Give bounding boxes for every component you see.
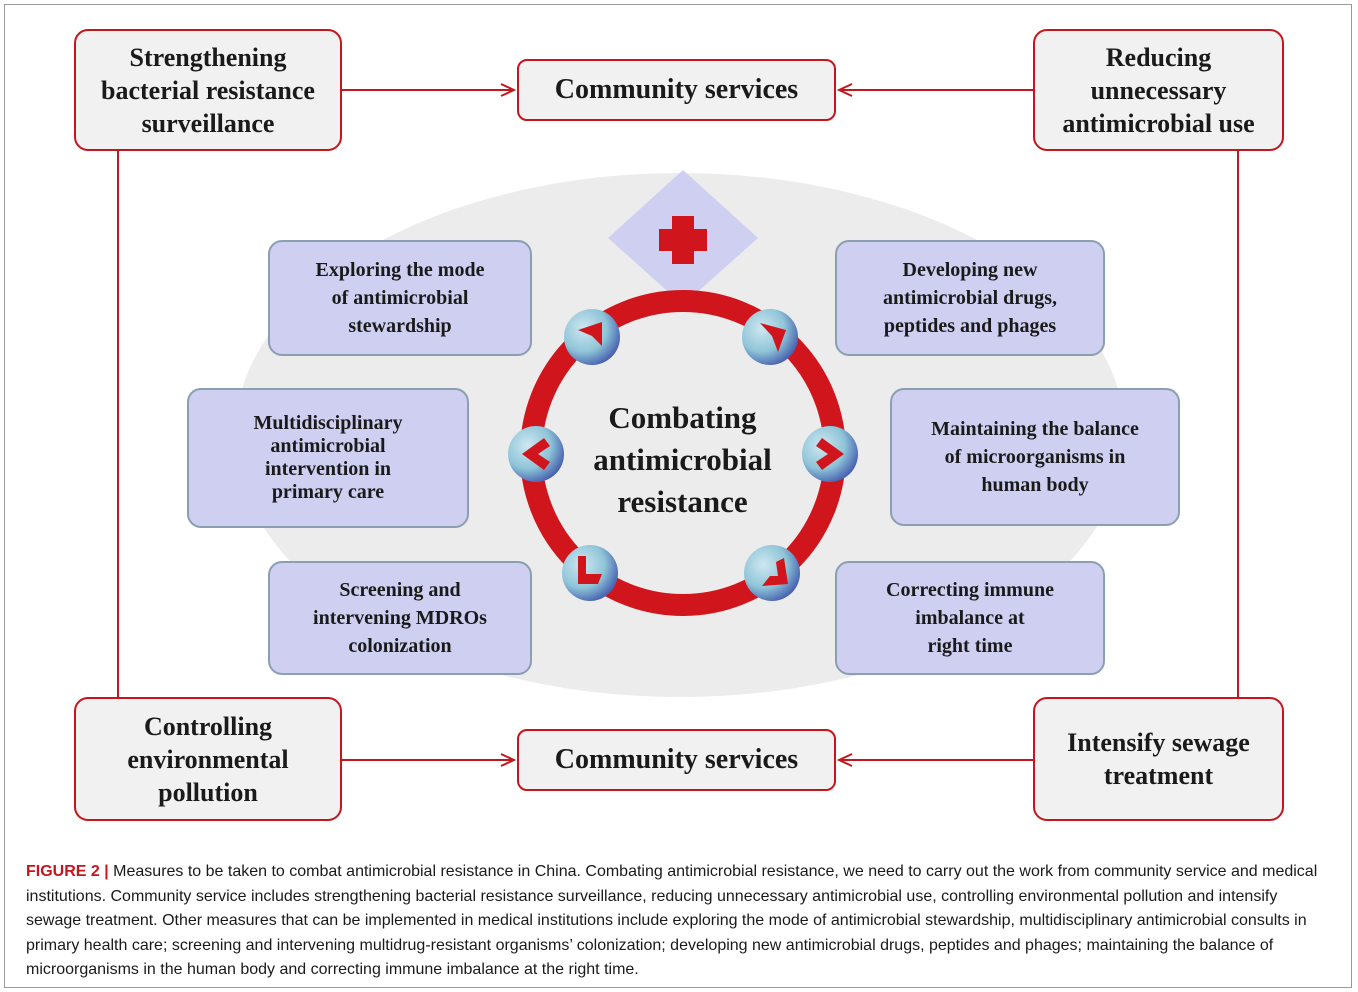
screening-mdros-box: Screening and intervening MDROs coloniza… — [268, 561, 532, 675]
red-cross-icon — [659, 216, 707, 264]
multidisciplinary-intervention-box: Multidisciplinary antimicrobial interven… — [187, 388, 469, 528]
ring-arrow-right-icon — [802, 426, 858, 482]
community-services-top-box: Community services — [517, 59, 836, 121]
caption-text: Measures to be taken to combat antimicro… — [26, 863, 1318, 978]
strengthening-surveillance-box: Strengthening bacterial resistance surve… — [74, 29, 342, 151]
center-title: Combating antimicrobial resistance — [593, 399, 772, 519]
antimicrobial-stewardship-box: Exploring the mode of antimicrobial stew… — [268, 240, 532, 356]
ring-arrow-top-right-icon — [742, 309, 798, 365]
intensify-sewage-box: Intensify sewage treatment — [1033, 697, 1284, 821]
reducing-antimicrobial-use-box: Reducing unnecessary antimicrobial use — [1033, 29, 1284, 151]
microorganism-balance-box: Maintaining the balance of microorganism… — [890, 388, 1180, 526]
ring-arrow-bottom-right-icon — [744, 545, 800, 601]
figure-caption: FIGURE 2 | Measures to be taken to comba… — [26, 860, 1332, 983]
controlling-pollution-box: Controlling environmental pollution — [74, 697, 342, 821]
figure-frame — [4, 4, 1352, 988]
figure-label: FIGURE 2 | — [26, 863, 109, 880]
community-services-bottom-box: Community services — [517, 729, 836, 791]
ring-arrow-top-left-icon — [564, 309, 620, 365]
ring-arrow-left-icon — [508, 426, 564, 482]
ring-arrow-bottom-left-icon — [562, 545, 618, 601]
immune-imbalance-box: Correcting immune imbalance at right tim… — [835, 561, 1105, 675]
developing-new-drugs-box: Developing new antimicrobial drugs, pept… — [835, 240, 1105, 356]
